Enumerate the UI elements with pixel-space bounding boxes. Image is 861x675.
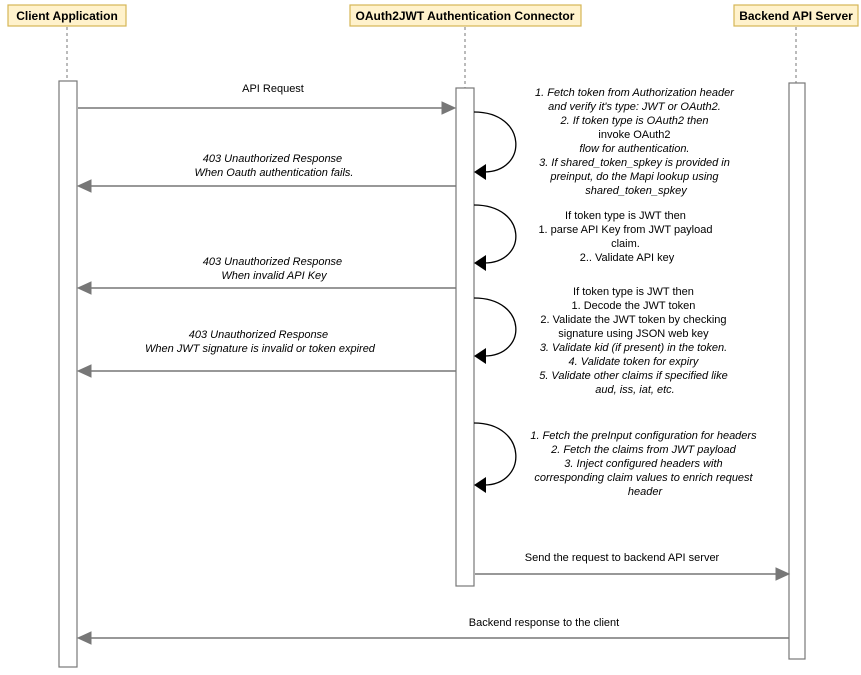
- actor-backend-box: [733, 4, 859, 27]
- actor-client-label: Client Application: [16, 9, 118, 23]
- arrowhead: [474, 164, 486, 180]
- message-send-backend-label: Send the request to backend API server: [525, 552, 720, 564]
- arrowhead: [775, 567, 791, 581]
- message-jwt-invalid-label: 403 Unauthorized Response When JWT signa…: [145, 329, 376, 355]
- message-backend-response-label: Backend response to the client: [469, 617, 619, 629]
- self-loop-parse-key: [473, 204, 517, 264]
- arrowhead: [441, 101, 457, 115]
- arrowhead: [474, 348, 486, 364]
- actor-backend-label: Backend API Server: [739, 9, 853, 23]
- self-loop-inject-headers: [473, 422, 517, 486]
- note-validate-jwt: If token type is JWT then 1. Decode the …: [539, 286, 731, 396]
- message-invalid-key-label: 403 Unauthorized Response When invalid A…: [203, 256, 346, 282]
- activation-client: [58, 80, 78, 668]
- activation-connector: [455, 87, 475, 587]
- actor-client-box: [7, 4, 127, 27]
- actor-connector-box: [349, 4, 582, 27]
- note-inject-headers: 1. Fetch the preInput configuration for …: [530, 430, 759, 498]
- note-parse-key: If token type is JWT then 1. parse API K…: [538, 210, 715, 264]
- arrowhead: [76, 281, 92, 295]
- self-loop-fetch-token: [473, 111, 517, 173]
- message-api-request-label: API Request: [242, 83, 304, 95]
- activation-backend: [788, 82, 806, 660]
- arrowhead: [474, 255, 486, 271]
- arrowhead: [76, 364, 92, 378]
- arrowhead: [76, 179, 92, 193]
- actor-connector-label: OAuth2JWT Authentication Connector: [356, 9, 575, 23]
- note-fetch-token: 1. Fetch token from Authorization header…: [535, 87, 737, 197]
- self-loop-validate-jwt: [473, 297, 517, 357]
- message-oauth-fail-label: 403 Unauthorized Response When Oauth aut…: [195, 153, 354, 179]
- arrowhead: [76, 631, 92, 645]
- arrowhead: [474, 477, 486, 493]
